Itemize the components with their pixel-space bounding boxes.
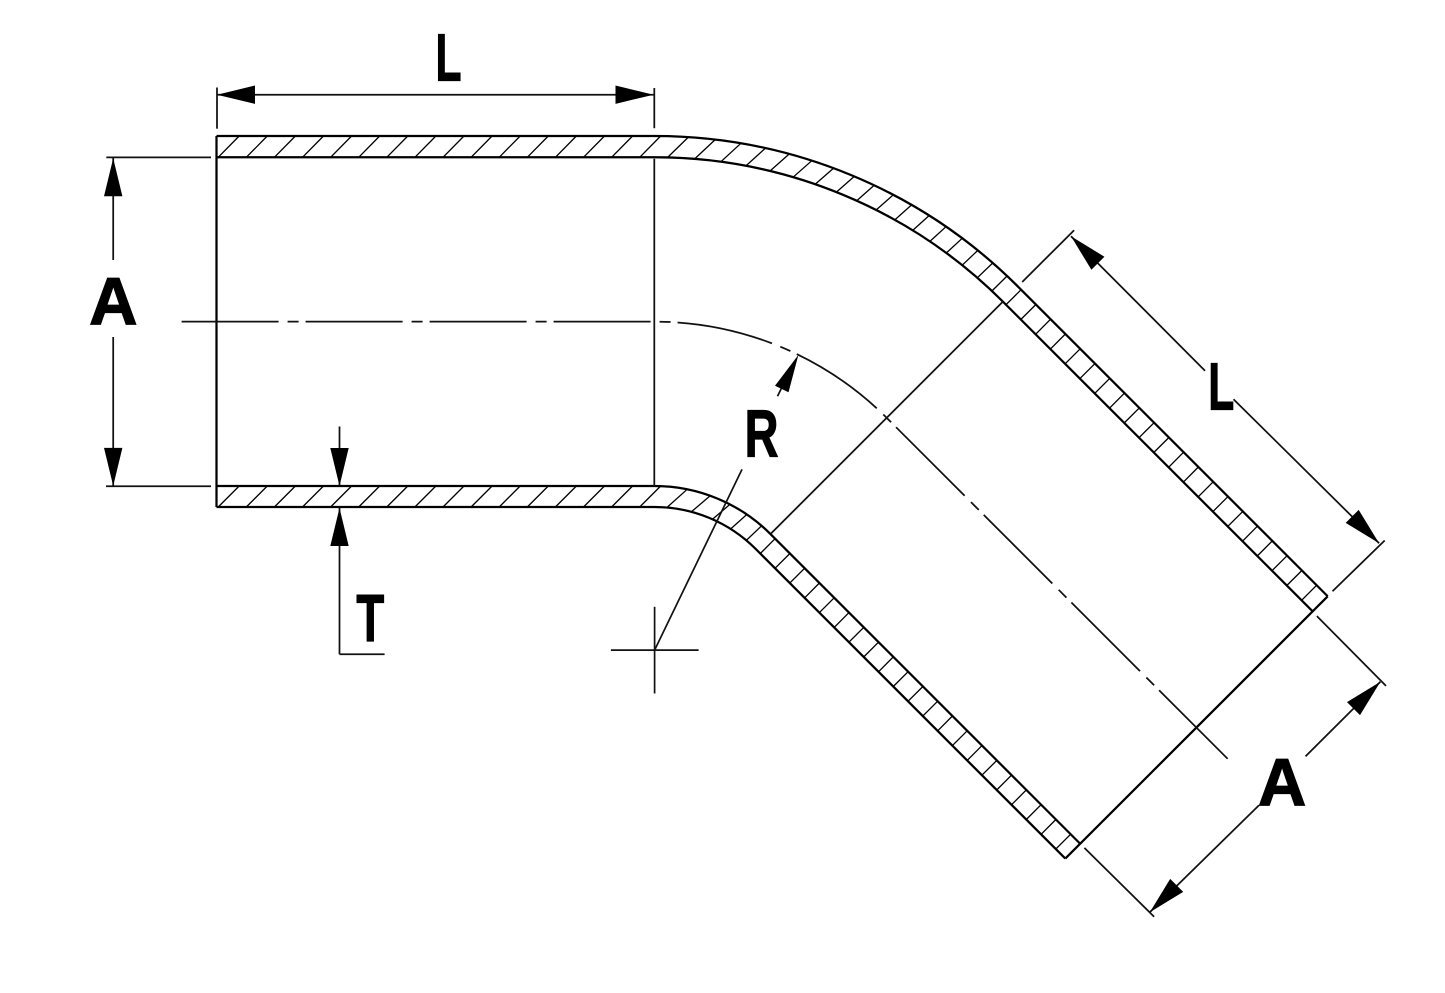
svg-text:L: L [1208, 349, 1234, 424]
svg-text:A: A [1258, 746, 1306, 821]
svg-text:R: R [745, 397, 779, 471]
svg-text:L: L [436, 20, 462, 95]
svg-text:A: A [89, 264, 137, 339]
svg-text:T: T [356, 581, 384, 656]
